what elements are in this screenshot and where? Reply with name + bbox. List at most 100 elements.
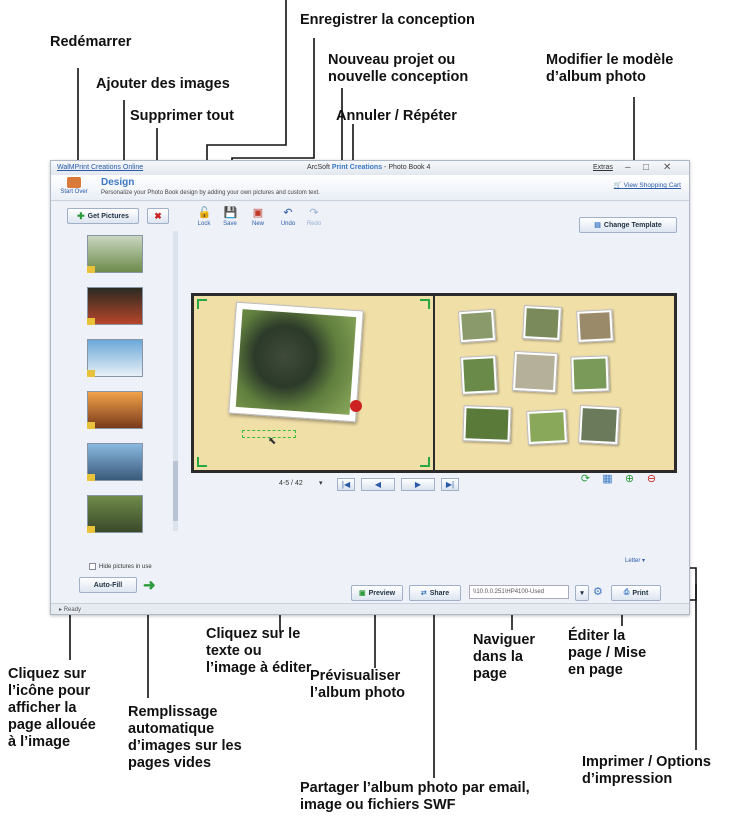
callout-editer-line1: Éditer la (568, 628, 626, 644)
callout-modifier-line2: d’album photo (546, 69, 646, 85)
change-template-button[interactable]: ▤ Change Template (579, 217, 677, 233)
design-title: Design (101, 177, 135, 188)
start-over-button[interactable]: Start Over (57, 176, 91, 200)
next-page-button[interactable]: ▶ (401, 478, 435, 491)
right-page[interactable] (435, 296, 674, 470)
printer-dropdown[interactable]: ▾ (575, 585, 589, 601)
collage-photo[interactable] (460, 355, 498, 395)
collage-photo[interactable] (511, 350, 559, 394)
lock-button[interactable]: 🔓 Lock (191, 207, 217, 227)
picture-sidebar: ✚ Get Pictures ✖ Hide pictures in use Au… (55, 205, 181, 605)
thumbnail-scrollbar[interactable] (173, 231, 178, 531)
app-link[interactable]: WalMPrint Creations Online (57, 164, 144, 171)
header-bar: Start Over Design Personalize your Photo… (51, 175, 689, 201)
window-title: ArcSoft Print Creations - Photo Book 4 (307, 164, 430, 171)
callout-previsualiser-line2: l’album photo (310, 685, 406, 701)
callout-naviguer: Naviguer dans la page (473, 632, 535, 683)
photo-book-spread: ⬉ (191, 293, 677, 473)
add-page-icon[interactable]: ⊕ (624, 473, 635, 485)
collage-photo[interactable] (522, 305, 562, 341)
remove-all-button[interactable]: ✖ (147, 208, 169, 224)
checkbox-box[interactable] (89, 563, 96, 570)
selection-corner (420, 457, 430, 467)
collage-photo-image (463, 358, 495, 392)
left-page[interactable]: ⬉ (194, 296, 433, 470)
collage-photo[interactable] (462, 405, 512, 443)
share-button[interactable]: ⇄ Share (409, 585, 461, 601)
callout-remplissage: Remplissage automatique d’images sur les… (128, 704, 242, 772)
page-allocation-icon[interactable] (87, 422, 95, 429)
thumbnail[interactable] (87, 339, 143, 377)
callout-icone-line4: page allouée (8, 717, 96, 733)
callout-remplissage-line1: Remplissage (128, 704, 218, 720)
redo-label: Redo (306, 221, 322, 227)
maximize-icon[interactable]: □ (643, 162, 650, 173)
collage-photo[interactable] (578, 404, 620, 446)
paper-dropdown-icon: ▾ (642, 558, 646, 564)
get-pictures-label: Get Pictures (87, 212, 129, 220)
close-icon[interactable]: ✕ (663, 162, 672, 173)
callout-cliquez-texte-line1: Cliquez sur le (206, 626, 301, 642)
callout-partager: Partager l’album photo par email, image … (300, 780, 530, 814)
collage-photo-image (579, 312, 611, 340)
last-page-button[interactable]: ▶| (441, 478, 459, 491)
change-template-label: Change Template (603, 221, 662, 229)
thumbnail[interactable] (87, 287, 143, 325)
redo-button[interactable]: ↷ Redo (301, 207, 327, 227)
scrollbar-thumb[interactable] (173, 461, 178, 521)
previous-page-button[interactable]: ◀ (361, 478, 395, 491)
layout-icon[interactable]: ▦ (602, 473, 613, 485)
collage-photo[interactable] (457, 308, 497, 344)
text-box[interactable] (242, 430, 296, 438)
callout-remplissage-line3: d’images sur les (128, 738, 242, 754)
first-page-button[interactable]: |◀ (337, 478, 355, 491)
undo-button[interactable]: ↶ Undo (275, 207, 301, 227)
gorilla-photo[interactable] (228, 301, 364, 423)
title-suffix: - Photo Book 4 (384, 164, 431, 171)
collage-photo-image (581, 408, 617, 442)
thumbnail[interactable] (87, 495, 143, 533)
callout-naviguer-line1: Naviguer (473, 632, 536, 648)
callout-ajouter-images: Ajouter des images (96, 76, 230, 92)
page-allocation-icon[interactable] (87, 526, 95, 533)
get-pictures-button[interactable]: ✚ Get Pictures (67, 208, 139, 224)
callout-cliquez-texte: Cliquez sur le texte ou l’image à éditer (206, 626, 312, 677)
remove-all-icon: ✖ (154, 210, 162, 221)
new-button[interactable]: ▣ New (245, 207, 271, 227)
undo-icon: ↶ (283, 207, 293, 219)
rotate-icon[interactable]: ⟳ (580, 473, 591, 485)
minimize-icon[interactable]: – (625, 162, 631, 173)
printer-settings-icon[interactable]: ⚙ (593, 586, 603, 598)
collage-photo[interactable] (570, 355, 610, 393)
callout-redemarrer: Redémarrer (50, 34, 132, 50)
thumbnail[interactable] (87, 235, 143, 273)
print-button[interactable]: ⎙ Print (611, 585, 661, 601)
page-allocation-icon[interactable] (87, 318, 95, 325)
callout-modifier-line1: Modifier le modèle (546, 52, 674, 68)
extras-menu[interactable]: Extras (593, 164, 613, 171)
thumbnail[interactable] (87, 391, 143, 429)
page-allocation-icon[interactable] (87, 474, 95, 481)
paper-size-link[interactable]: Letter ▾ (625, 557, 645, 564)
collage-photo[interactable] (576, 309, 614, 343)
new-icon: ▣ (252, 207, 264, 219)
collage-photo[interactable] (526, 408, 568, 446)
selection-corner (420, 299, 430, 309)
hide-pictures-checkbox[interactable]: Hide pictures in use (89, 563, 152, 570)
delete-page-icon[interactable]: ⊖ (646, 473, 657, 485)
selection-corner (197, 457, 207, 467)
page-dropdown-icon[interactable]: ▾ (319, 480, 323, 487)
page-allocation-icon[interactable] (87, 370, 95, 377)
preview-button[interactable]: ▣ Preview (351, 585, 403, 601)
hide-pictures-label: Hide pictures in use (99, 563, 152, 570)
auto-fill-button[interactable]: Auto-Fill (79, 577, 137, 593)
printer-select[interactable]: \\10.0.0.251\HP4100-Used (469, 585, 569, 599)
save-button[interactable]: 💾 Save (217, 207, 243, 227)
view-cart-link[interactable]: 🛒 View Shopping Cart (614, 181, 681, 189)
page-indicator[interactable]: 4-5 / 42 (279, 480, 303, 487)
page-allocation-icon[interactable] (87, 266, 95, 273)
callout-partager-line2: image ou fichiers SWF (300, 797, 456, 813)
thumbnail[interactable] (87, 443, 143, 481)
collage-photo-image (465, 408, 509, 440)
thumbnail-list (65, 231, 173, 557)
